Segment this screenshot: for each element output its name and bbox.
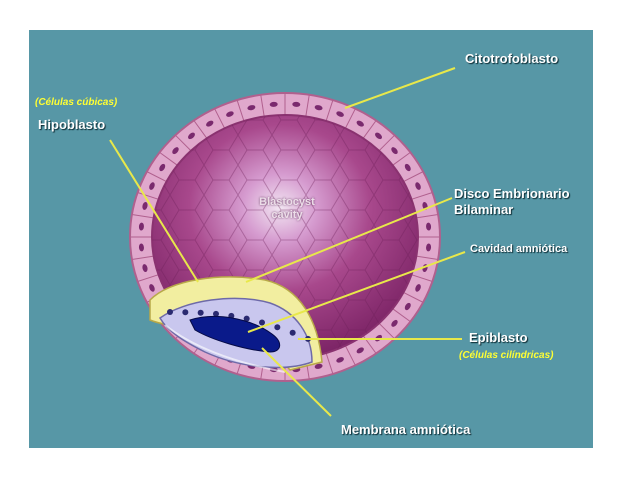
trophoblast-nucleus [404,302,411,311]
trophoblast-nucleus [391,147,398,155]
trophoblast-nucleus [314,363,323,369]
hipoblasto-label: Hipoblasto [38,117,106,132]
trophoblast-nucleus [172,147,179,155]
epiblast-nucleus [182,309,189,316]
celulas-cilindricas-note: (Células cilíndricas) [459,350,554,361]
epiblast-nucleus [259,319,265,326]
trophoblast-nucleus [314,105,323,111]
hipoblasto-leader-line [109,139,199,283]
membrana-amniotica-label: Membrana amniótica [341,422,471,437]
disco-embrionario-line2: Bilaminar [454,202,514,217]
trophoblast-nucleus [404,163,411,172]
trophoblast-nucleus [375,132,382,140]
trophoblast-nucleus [415,182,421,190]
trophoblast-nucleus [269,101,278,107]
cavidad-amniotica-label: Cavidad amniótica [470,243,568,255]
citotrofoblasto-label: Citotrofoblasto [465,51,559,66]
trophoblast-nucleus [226,111,234,117]
cavity-word: cavity [271,209,303,221]
amniotic-cavity [189,315,281,353]
trophoblast-nucleus [356,120,364,127]
amniotic-membrane [164,324,286,373]
trophoblast-nucleus [142,264,148,272]
epiblasto-label: Epiblasto [469,330,528,345]
epiblast-nucleus [167,309,173,315]
trophoblast-nucleus [356,347,364,354]
disco-embrionario-label: Disco Embrionario Bilaminar [454,186,570,218]
epiblast-nucleus [213,310,219,317]
disco-leader-line [245,197,453,283]
trophoblast-nucleus [426,222,432,231]
trophoblast-nucleus [391,319,398,327]
trophoblast-nucleus [336,357,344,363]
trophoblast-nucleus [247,105,256,111]
trophoblast-nucleus [159,163,166,172]
trophoblast-nucleus [336,111,344,117]
epiblast-nucleus [274,324,281,331]
trophoblast-nucleus [415,284,421,292]
trophoblast-nucleus [138,222,144,231]
blastocyst-cavity-label: Blastocyst cavity [242,196,332,222]
trophoblast-nucleus [206,120,214,127]
trophoblast-nucleus [138,243,144,252]
trophoblast-nucleus [149,182,155,190]
epiblast-nucleus [243,315,250,322]
membrana-leader-line [261,347,332,417]
epiblast-nucleus [197,309,204,316]
blastocyst-word: Blastocyst [259,196,315,208]
trophoblast-nucleus [188,132,195,140]
disco-embrionario-line1: Disco Embrionario [454,186,570,201]
epiblast-nucleus [289,329,296,336]
citotrofoblasto-leader-line [344,67,456,109]
trophoblast-nucleus [292,101,301,107]
cavidad-leader-line [247,251,466,333]
trophoblast-nucleus [149,284,155,292]
celulas-cubicas-note: (Células cúbicas) [35,97,118,108]
trophoblast-nucleus [426,243,432,252]
trophoblast-nucleus [142,202,148,210]
